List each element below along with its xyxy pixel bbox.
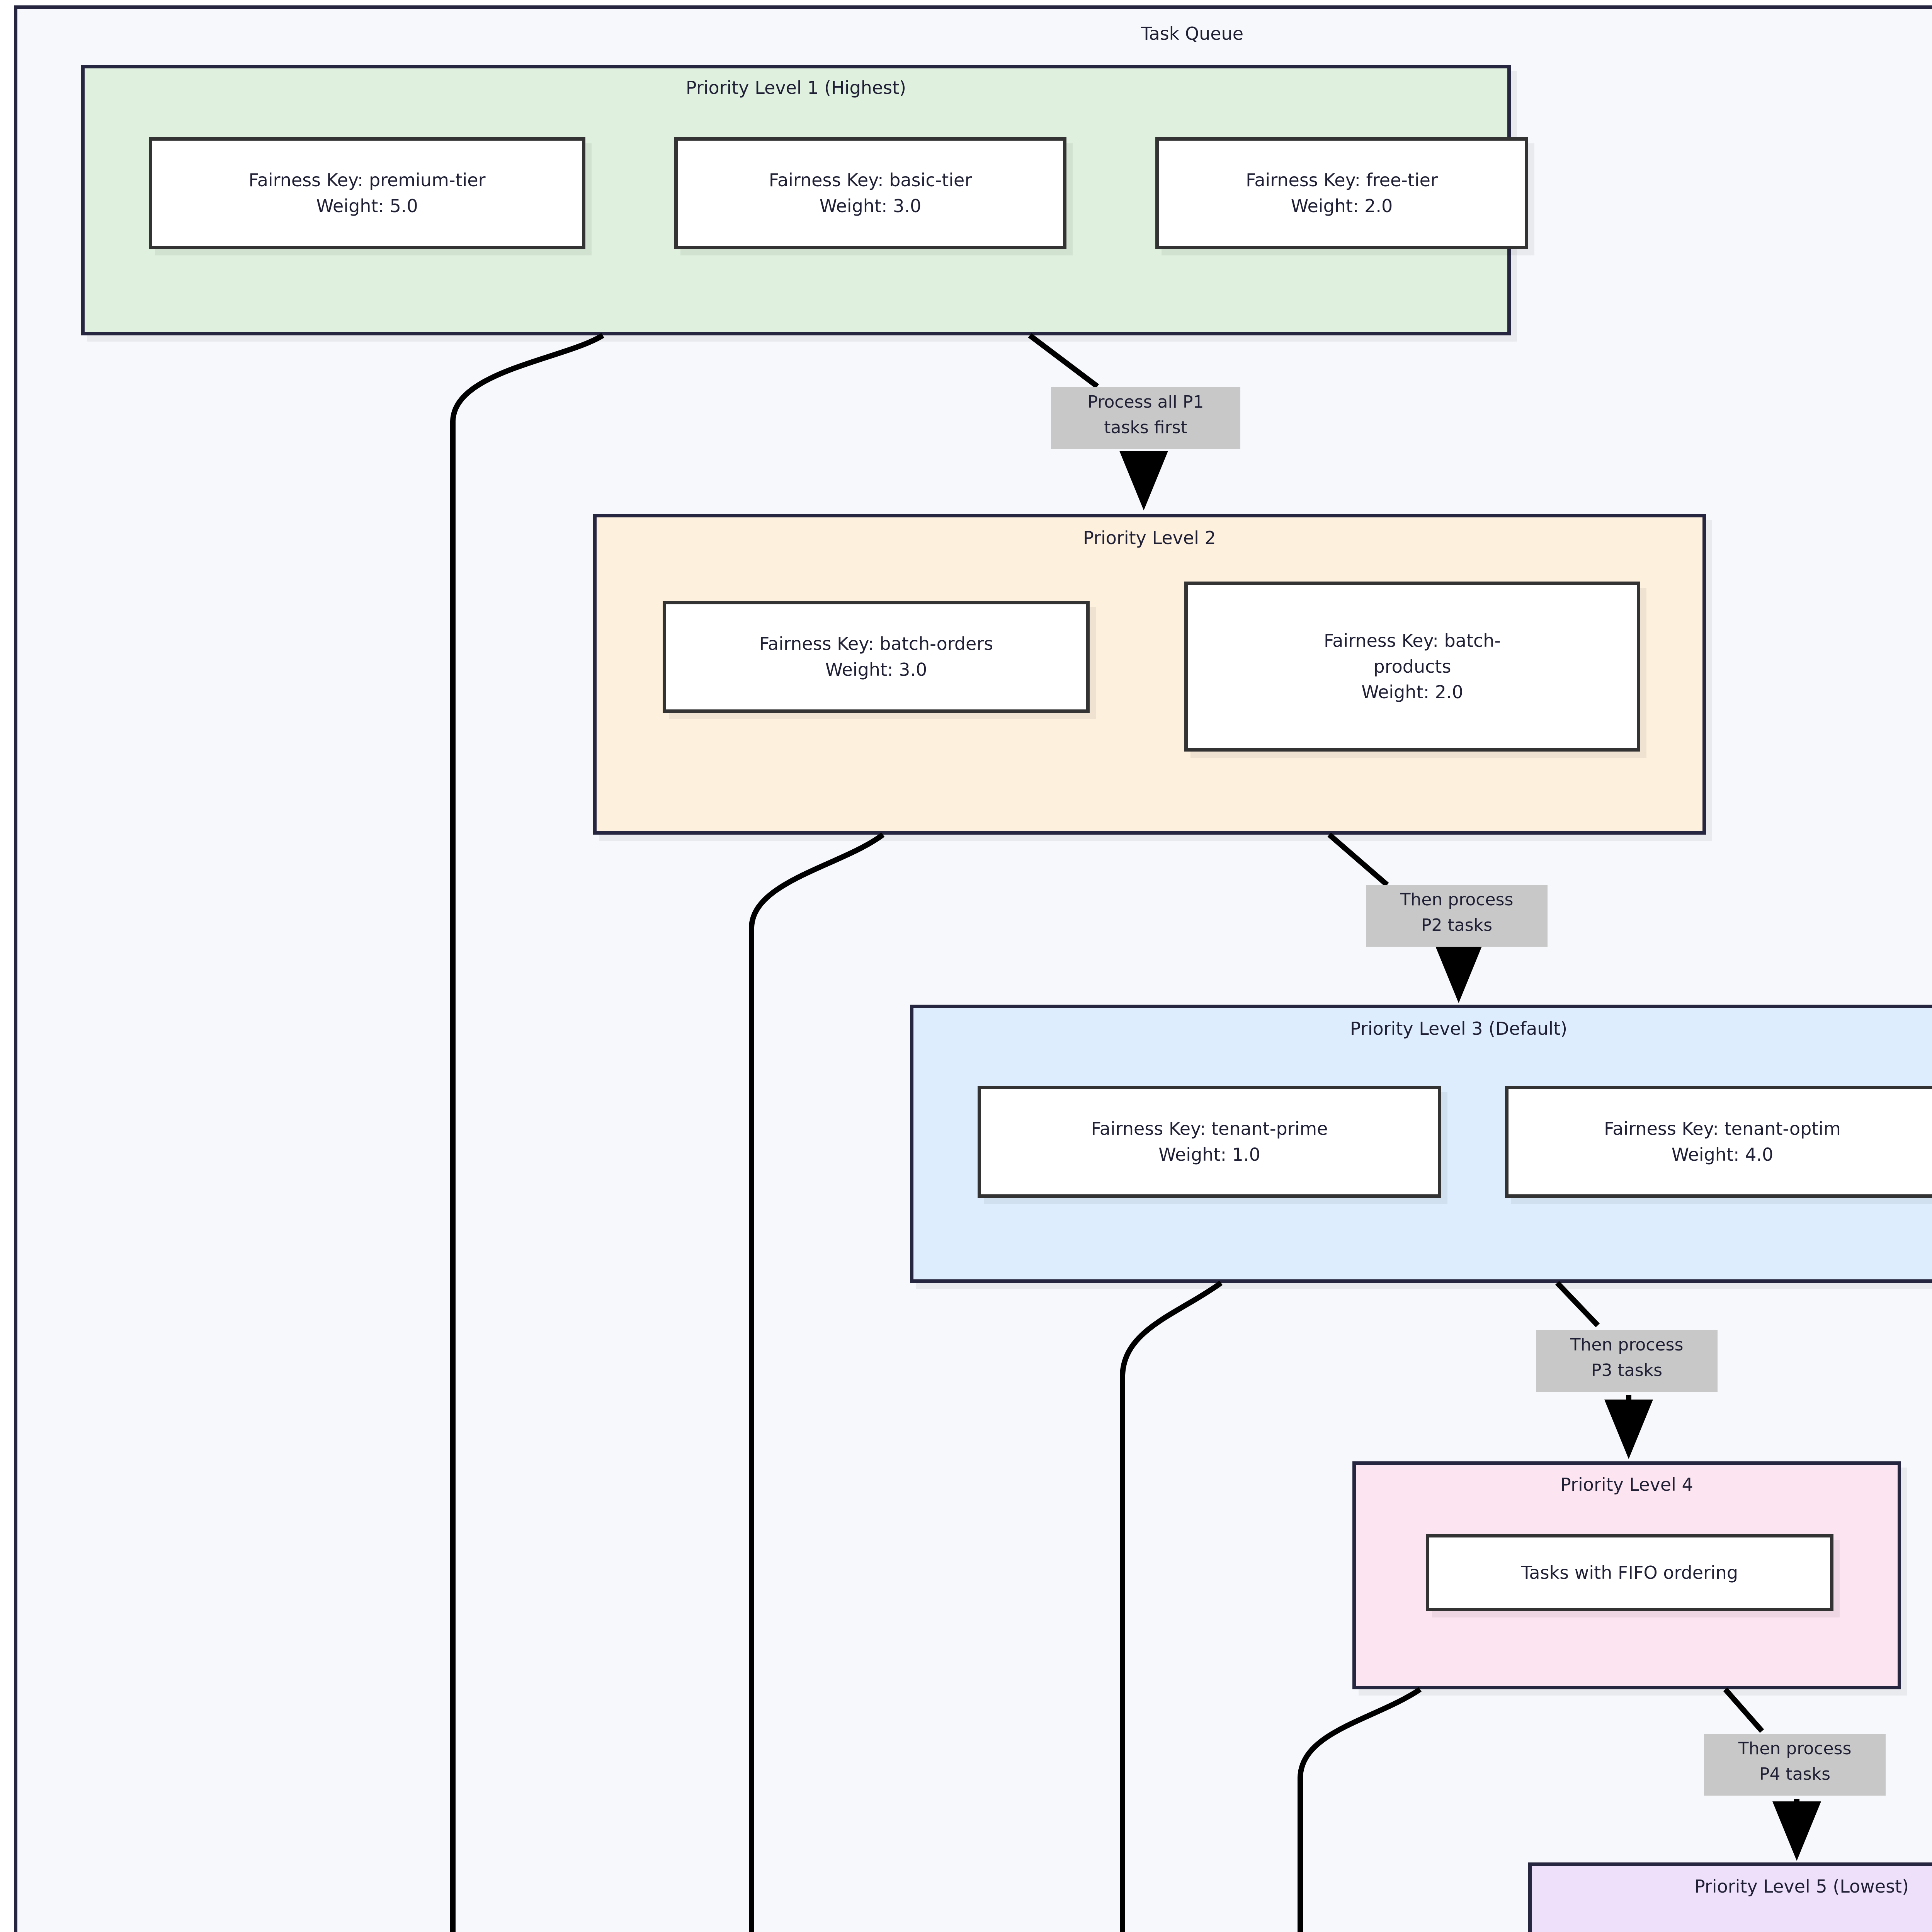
node-p2-batch-products[interactable]: Fairness Key: batch- products Weight: 2.… [1184, 582, 1640, 752]
node-line: Weight: 2.0 [1361, 682, 1463, 703]
node-p2-batch-orders[interactable]: Fairness Key: batch-orders Weight: 3.0 [663, 601, 1090, 713]
node-p1-basic-tier[interactable]: Fairness Key: basic-tier Weight: 3.0 [674, 137, 1066, 249]
cluster-task-queue-title: Task Queue [1141, 23, 1244, 44]
edge-label-p4-p5: Then process P4 tasks [1704, 1734, 1886, 1796]
node-p1-premium-tier[interactable]: Fairness Key: premium-tier Weight: 5.0 [149, 137, 585, 249]
cluster-priority-1-title: Priority Level 1 (Highest) [685, 77, 906, 98]
node-p1-free-tier[interactable]: Fairness Key: free-tier Weight: 2.0 [1155, 137, 1528, 249]
cluster-priority-2-title: Priority Level 2 [1083, 527, 1216, 548]
node-p4-fifo[interactable]: Tasks with FIFO ordering [1426, 1534, 1833, 1611]
cluster-priority-5-title: Priority Level 5 (Lowest) [1694, 1876, 1909, 1897]
edge-label-p1-p2: Process all P1 tasks first [1051, 387, 1240, 449]
node-p3-tenant-prime[interactable]: Fairness Key: tenant-prime Weight: 1.0 [978, 1086, 1441, 1198]
node-line: Fairness Key: free-tier [1246, 170, 1438, 191]
edge-label-p3-p4: Then process P3 tasks [1536, 1330, 1718, 1392]
node-line: Fairness Key: basic-tier [769, 170, 972, 191]
node-line: Fairness Key: batch-orders [759, 633, 993, 655]
node-line: Fairness Key: premium-tier [248, 170, 486, 191]
edge-label-p2-p3: Then process P2 tasks [1366, 885, 1548, 947]
node-line: Weight: 5.0 [316, 196, 418, 216]
node-line: Weight: 4.0 [1671, 1144, 1774, 1165]
node-line: Weight: 3.0 [825, 659, 927, 680]
cluster-priority-3-title: Priority Level 3 (Default) [1350, 1018, 1568, 1039]
node-line: products [1373, 656, 1451, 677]
node-line: Weight: 3.0 [819, 196, 922, 216]
node-line: Weight: 2.0 [1291, 196, 1393, 216]
node-p3-tenant-optim[interactable]: Fairness Key: tenant-optim Weight: 4.0 [1505, 1086, 1932, 1198]
node-line: Fairness Key: tenant-prime [1091, 1118, 1328, 1139]
cluster-priority-5 [1528, 1862, 1932, 1932]
node-line: Fairness Key: tenant-optim [1604, 1118, 1841, 1139]
node-line: Tasks with FIFO ordering [1521, 1562, 1738, 1583]
cluster-priority-4-title: Priority Level 4 [1560, 1474, 1693, 1495]
node-line: Fairness Key: batch- [1324, 630, 1501, 651]
node-line: Weight: 1.0 [1158, 1144, 1260, 1165]
